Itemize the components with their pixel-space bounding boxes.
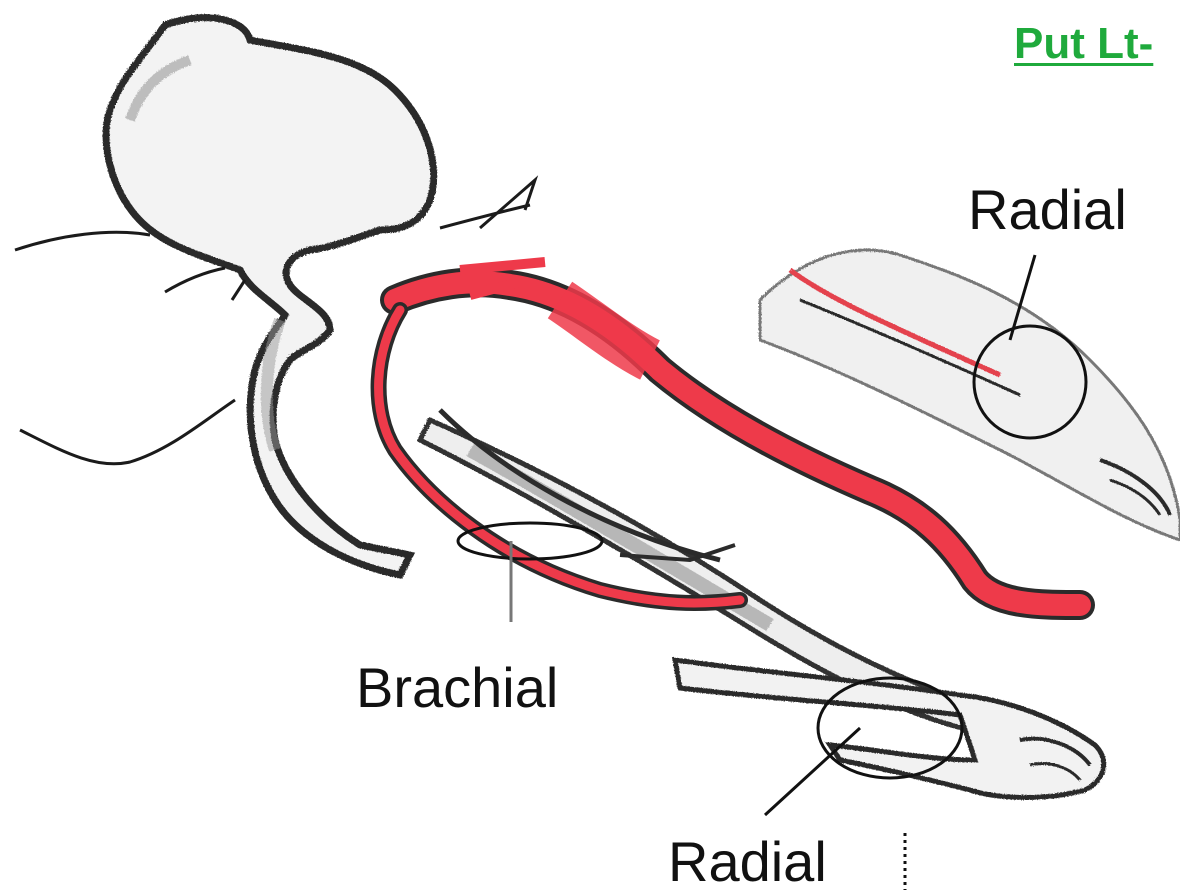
wrist-inset: [760, 250, 1180, 540]
radial-inset-label: Radial: [968, 182, 1127, 238]
page-title: Put Lt-: [1014, 22, 1153, 66]
brachial-label: Brachial: [356, 660, 558, 716]
radial-main-label: Radial: [668, 834, 827, 890]
radial-main-leader-line: [765, 728, 860, 815]
